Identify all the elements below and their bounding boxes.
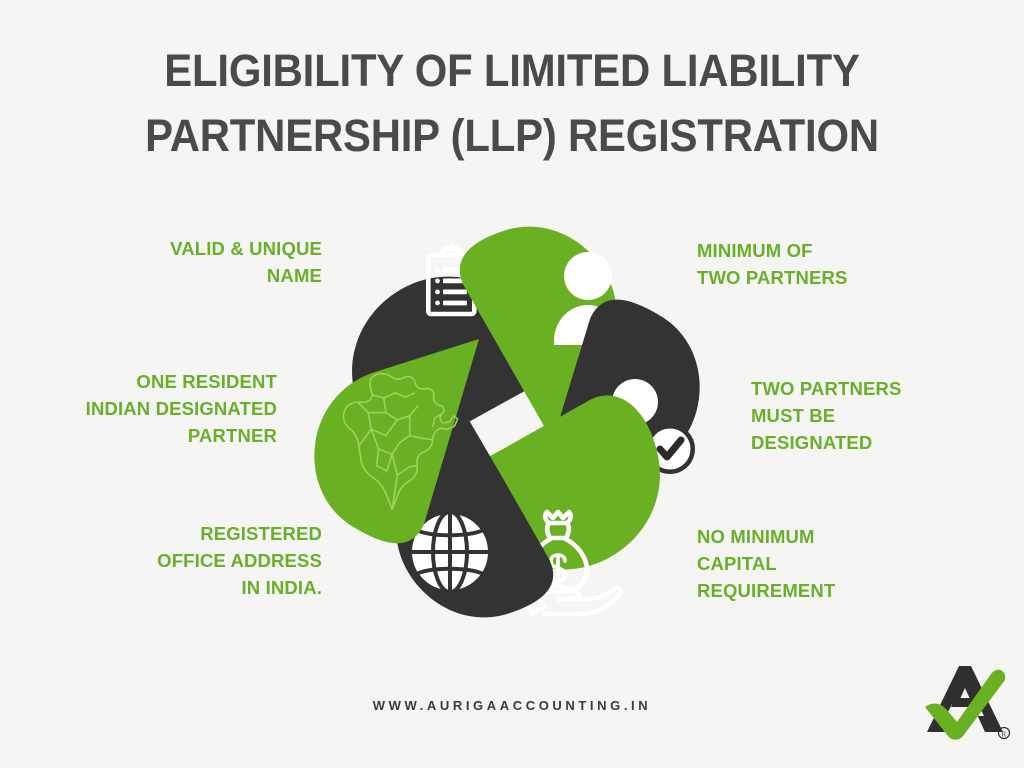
- logo-checkmark-icon: [925, 669, 1006, 740]
- page-title: ELIGIBILITY OF LIMITED LIABILITY PARTNER…: [145, 45, 879, 162]
- registered-trademark-icon: R: [997, 726, 1011, 740]
- footer-website-url[interactable]: WWW.AURIGAACCOUNTING.IN: [372, 698, 652, 713]
- label-registered-office-address-in-india: REGISTERED OFFICE ADDRESS IN INDIA.: [157, 523, 322, 598]
- svg-text:R: R: [1002, 730, 1007, 738]
- segment-one-resident-partner: [314, 339, 479, 544]
- label-no-minimum-capital-requirement: NO MINIMUM CAPITAL REQUIREMENT: [697, 526, 836, 601]
- label-two-partners-must-be-designated: TWO PARTNERS MUST BE DESIGNATED: [751, 378, 902, 453]
- auriga-accounting-logo: R: [919, 660, 1011, 742]
- label-valid-unique-name: VALID & UNIQUE NAME: [170, 238, 322, 286]
- globe-icon: [408, 510, 492, 594]
- label-one-resident-indian-designated-partner: ONE RESIDENT INDIAN DESIGNATED PARTNER: [85, 371, 277, 446]
- label-minimum-of-two-partners: MINIMUM OF TWO PARTNERS: [697, 240, 848, 288]
- cycle-diagram: [307, 222, 707, 622]
- india-map-icon: [342, 372, 459, 511]
